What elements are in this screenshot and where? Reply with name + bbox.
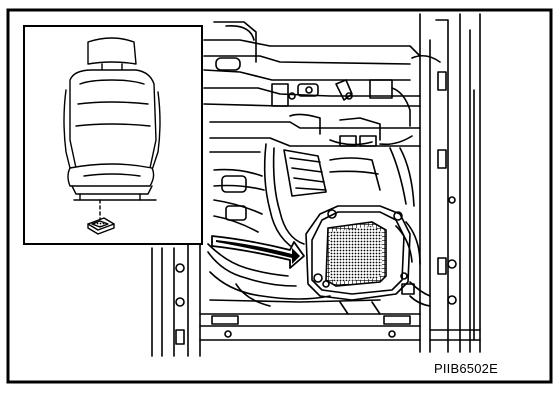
figure-code: PIIB6502E (434, 361, 498, 376)
seat-control-module-icon (325, 221, 387, 287)
seat-frame-under-view (151, 13, 481, 357)
callout-arrow-icon (211, 235, 305, 269)
seat-location-icon (63, 37, 161, 235)
code-backing (430, 358, 506, 376)
